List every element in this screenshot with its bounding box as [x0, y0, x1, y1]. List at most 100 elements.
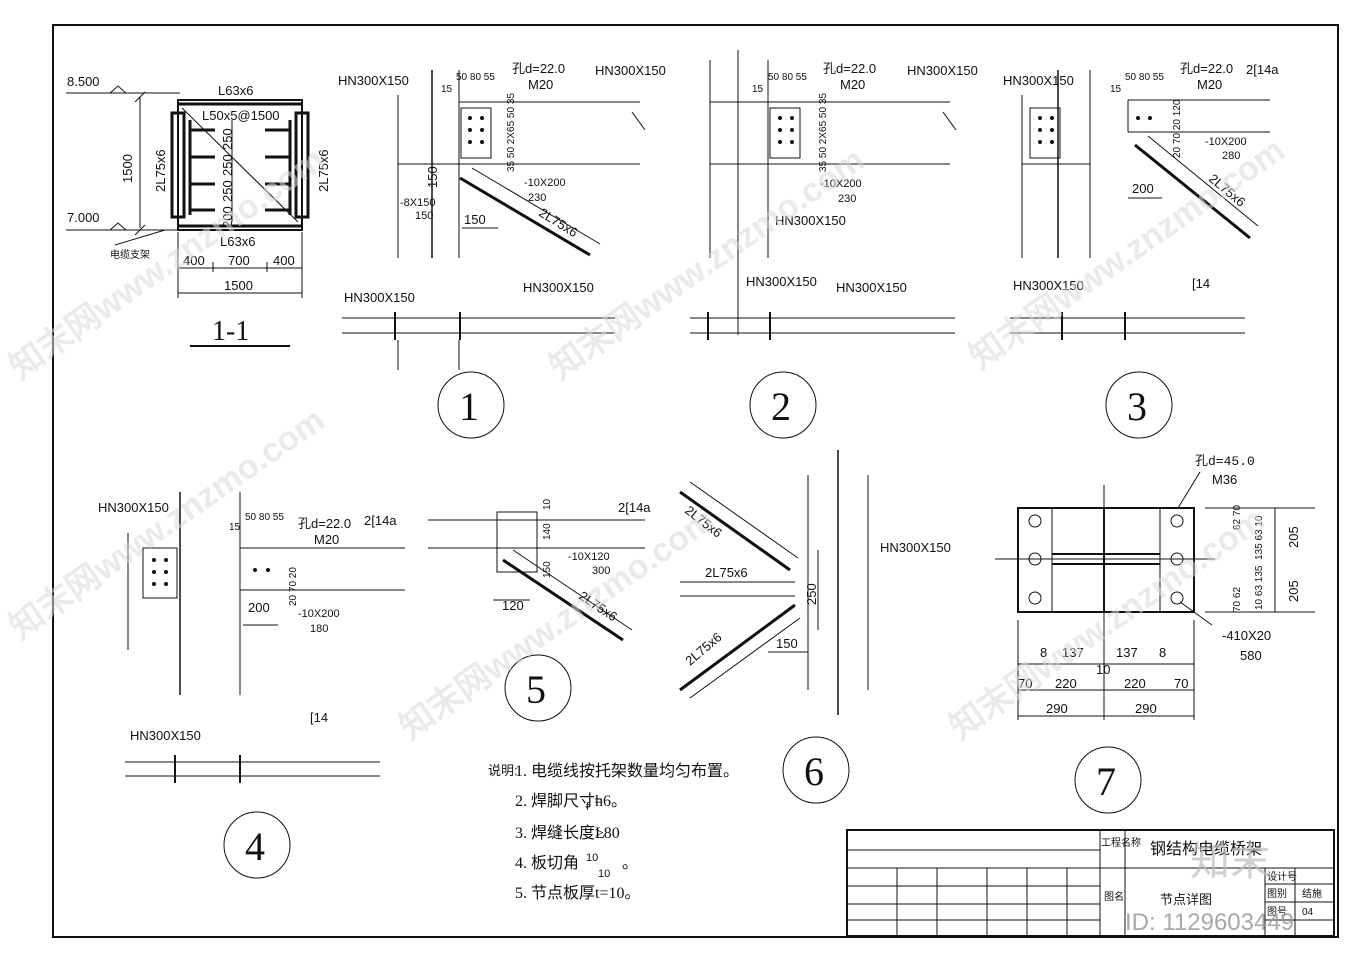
d3-bolt-spacing: 50 80 55 [1125, 72, 1164, 83]
section-1-1 [66, 85, 310, 347]
d1-plate-b: -8X150 [400, 197, 435, 209]
detail-5-geometry [428, 511, 645, 722]
detail-2-geometry [690, 50, 957, 439]
note-4: 4. 板切角 [515, 854, 579, 872]
d7-row1-mid: 10 [1096, 662, 1110, 677]
d2-plate-len: 230 [838, 193, 856, 205]
side-note: 电缆支架 [110, 248, 150, 261]
tb-drawing-label: 图名 [1104, 890, 1124, 903]
d5-dim-150: 150 [542, 561, 553, 578]
d7-right-dims-b: 135 63 10 [1254, 515, 1265, 560]
d6-column: HN300X150 [880, 540, 951, 555]
watermark-2: 知末网www.znzmo.com [543, 141, 872, 387]
d3-plate: -10X200 [1205, 136, 1247, 148]
detail-7-geometry [995, 471, 1315, 814]
title-block-grid [846, 829, 1335, 937]
spacing-4: 200 [220, 206, 235, 228]
note-3: 3. 焊缝长度L [515, 824, 605, 842]
d7-row1-c: 137 [1116, 645, 1138, 660]
elev-bottom: 7.000 [67, 210, 100, 225]
d3-vert-dims: 20 70 20 120 [1172, 99, 1183, 158]
d2-vert-dims: 35 50 2X65 50 35 [818, 93, 829, 172]
d7-row2-b: 220 [1055, 676, 1077, 691]
detail-2-bolts [778, 116, 794, 144]
d5-dim-120: 120 [502, 598, 524, 613]
d5-plate-len: 300 [592, 565, 610, 577]
d7-hole: 孔d=45.0 [1195, 454, 1255, 469]
d7-row3-b: 290 [1135, 701, 1157, 716]
bottom-member: L63x6 [220, 234, 255, 249]
detail-7-bolts [1028, 514, 1184, 605]
d7-right-outer-1: 205 [1286, 526, 1301, 548]
note-2-sub: f [586, 801, 590, 813]
d4-edge: 15 [229, 522, 241, 533]
d4-channel: 2[14a [364, 513, 397, 528]
d3-edge: 15 [1110, 84, 1122, 95]
detail-6-geometry [679, 450, 869, 804]
tb-design-no-label: 设计号 [1267, 870, 1297, 883]
d3-plate-len: 280 [1222, 150, 1240, 162]
d4-number: 4 [245, 824, 265, 869]
section-label: 1-1 [212, 316, 249, 347]
watermark-3: 知末网www.znzmo.com [963, 131, 1292, 377]
d7-row2-c: 220 [1124, 676, 1146, 691]
d3-channel: 2[14a [1246, 62, 1279, 77]
d2-plan-beam: HN300X150 [836, 280, 907, 295]
d7-right-dims-a: 62 70 [1232, 505, 1243, 530]
detail-3-bolts [1038, 116, 1152, 144]
d1-beam: HN300X150 [595, 63, 666, 78]
d5-channel: 2[14a [618, 500, 651, 515]
d3-number: 3 [1127, 384, 1147, 429]
spacing-3: 250 [220, 180, 235, 202]
watermark-5: 知末网www.znzmo.com [393, 501, 722, 747]
d3-plan-col: HN300X150 [1013, 278, 1084, 293]
detail-1-geometry [342, 70, 646, 439]
bottom-dim-3: 400 [273, 253, 295, 268]
d2-bolt-spacing: 50 80 55 [768, 72, 807, 83]
height-dim: 1500 [120, 154, 135, 183]
d2-plate: -10X200 [820, 178, 862, 190]
d1-vert-dims: 35 50 2X65 50 35 [506, 93, 517, 172]
note-1: 1. 电缆线按托架数量均匀布置。 [515, 762, 739, 780]
d7-row1-b: 137 [1062, 645, 1084, 660]
d4-plan-col: HN300X150 [130, 728, 201, 743]
d2-hole: 孔d=22.0 [823, 61, 876, 76]
d5-number: 5 [526, 667, 546, 712]
d7-row1-a: 8 [1040, 645, 1047, 660]
d3-dim-200: 200 [1132, 181, 1154, 196]
tb-project-name: 钢结构电缆桥架 [1150, 840, 1262, 858]
right-member: 2L75x6 [316, 149, 331, 192]
d3-column: HN300X150 [1003, 73, 1074, 88]
overall-width: 1500 [224, 278, 253, 293]
d3-plan-ch: [14 [1192, 276, 1210, 291]
d1-hole: 孔d=22.0 [512, 61, 565, 76]
d7-row2-d: 70 [1174, 676, 1188, 691]
tb-sheet-label: 图号 [1267, 906, 1287, 918]
spacing-1: 250 [220, 128, 235, 150]
d4-plate-len: 180 [310, 623, 328, 635]
d7-row1-d: 8 [1159, 645, 1166, 660]
d5-dim-140: 140 [542, 523, 553, 540]
d1-plate-a: -10X200 [524, 177, 566, 189]
watermark-id: ID: 1129603449 [1125, 909, 1294, 936]
d2-number: 2 [771, 384, 791, 429]
outer-border [52, 24, 1339, 938]
note-4-frac-bot: 10 [598, 868, 610, 880]
d7-plate: -410X20 [1222, 628, 1271, 643]
detail-4-geometry [125, 492, 405, 879]
tb-project-label: 工程名称 [1101, 836, 1141, 849]
detail-4-bolts [152, 558, 270, 586]
note-5: 5. 节点板厚t=10。 [515, 884, 640, 902]
d7-number: 7 [1096, 759, 1116, 804]
tb-category-label: 图别 [1267, 888, 1287, 900]
bottom-dim-2: 700 [228, 253, 250, 268]
d1-plan-beam: HN300X150 [523, 280, 594, 295]
d1-dim-150a: 150 [425, 166, 440, 188]
d1-edge: 15 [441, 84, 453, 95]
d1-dim-150b: 150 [464, 212, 486, 227]
d4-vert-dims: 20 70 20 [288, 567, 299, 606]
d1-plate-a-len: 230 [528, 192, 546, 204]
d7-bolt: M36 [1212, 472, 1237, 487]
notes: 说明: 1. 电缆线按托架数量均匀布置。 2. 焊脚尺寸h f =6。 3. 焊… [488, 762, 739, 902]
